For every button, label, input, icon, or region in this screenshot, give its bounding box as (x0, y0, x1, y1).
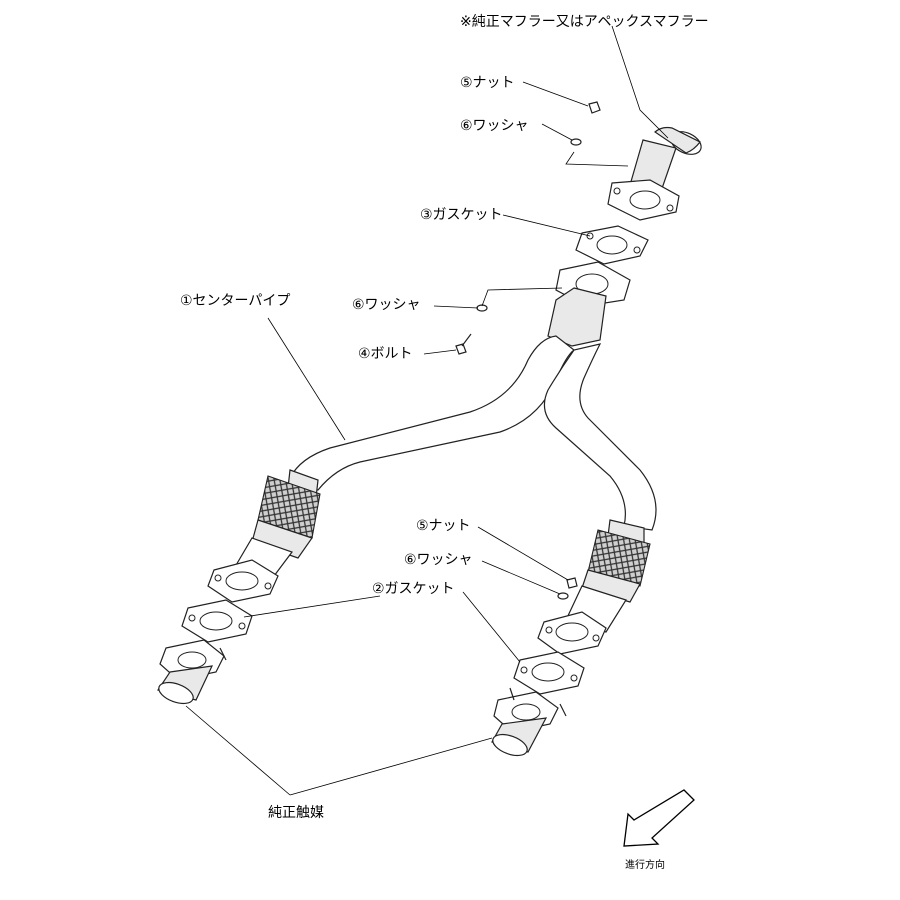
label-washer-top: ⑥ワッシャ (460, 118, 529, 134)
washer-top (570, 138, 582, 146)
gasket-3 (575, 225, 649, 265)
label-gasket-2: ②ガスケット (372, 581, 455, 597)
part-labels: ※純正マフラー又はアペックスマフラー ⑤ナット ⑥ワッシャ ③ガスケット ①セン… (180, 14, 709, 821)
label-center-pipe: ①センターパイプ (180, 293, 290, 309)
label-nut-top: ⑤ナット (460, 75, 515, 91)
label-bolt: ④ボルト (358, 346, 413, 362)
muffler-flange (607, 179, 680, 221)
label-catalyst: 純正触媒 (268, 805, 324, 821)
label-nut-right: ⑤ナット (416, 518, 471, 534)
label-washer-mid: ⑥ワッシャ (352, 297, 421, 313)
center-pipe-right-outlet-flange (537, 611, 607, 655)
label-washer-right: ⑥ワッシャ (404, 552, 473, 568)
gasket-2-left (181, 599, 253, 643)
gasket-2-right (513, 651, 585, 695)
bolt (455, 333, 472, 355)
catalyst-left (157, 639, 227, 705)
center-pipe (231, 287, 657, 633)
washer-right (557, 592, 569, 600)
direction-arrow-icon (623, 789, 695, 847)
label-muffler: ※純正マフラー又はアペックスマフラー (460, 14, 709, 30)
leader-lines (185, 25, 669, 796)
nut-top (588, 101, 601, 114)
catalyst-right (491, 687, 567, 757)
label-gasket-3: ③ガスケット (420, 207, 503, 223)
nut-right (566, 577, 578, 589)
label-direction: 進行方向 (625, 858, 665, 871)
center-pipe-left-outlet-flange (207, 559, 279, 603)
